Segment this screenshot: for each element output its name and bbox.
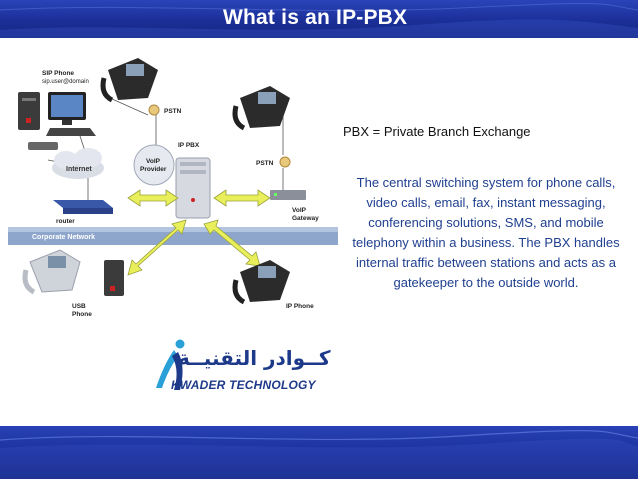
slide-title: What is an IP-PBX (223, 6, 408, 29)
ip-pbx-network-diagram: Corporate Network SIP Phone sip.user@dom… (8, 58, 338, 318)
pbx-definition: PBX = Private Branch Exchange (343, 124, 531, 139)
desk-phone-top (100, 58, 158, 103)
pstn-right-icon (279, 156, 291, 168)
kwader-logo-mark (156, 339, 185, 390)
usb-phone-workstation (22, 249, 124, 296)
usb-phone-label-line2: Phone (72, 311, 92, 318)
router-label: router (56, 218, 75, 225)
router-icon (53, 200, 113, 214)
internet-label: Internet (66, 166, 92, 173)
logo-arabic-text: كــوادر التقنيــة (178, 346, 331, 370)
header-wave-decoration (0, 3, 638, 38)
pstn-right-label: PSTN (256, 160, 274, 167)
ip-pbx-label: IP PBX (178, 142, 200, 149)
voip-provider-label-line2: Provider (140, 166, 167, 173)
header-bar: What is an IP-PBX (0, 0, 638, 38)
voip-gateway-label-line1: VoIP (292, 207, 307, 214)
sip-phone-label: SIP Phone (42, 70, 74, 77)
pbx-description: The central switching system for phone c… (352, 175, 620, 290)
ip-pbx-server-icon (175, 157, 211, 219)
corporate-network-band (8, 227, 338, 245)
ip-phone-device (232, 260, 290, 305)
sip-phone-workstation (18, 92, 96, 150)
pstn-top-icon (148, 104, 160, 116)
usb-phone-label-line1: USB (72, 303, 86, 310)
voip-gateway-icon (270, 190, 306, 200)
logo-english-text: KWADER TECHNOLOGY (171, 378, 316, 392)
desk-phone-right (232, 86, 290, 131)
voip-provider-label-line1: VoIP (146, 158, 161, 165)
ip-phone-label: IP Phone (286, 303, 314, 310)
footer-wave-decoration (0, 430, 638, 479)
corporate-network-label: Corporate Network (32, 234, 95, 241)
connection-arrows (127, 189, 271, 276)
sip-user-label: sip.user@domain (42, 79, 89, 85)
voip-gateway-label-line2: Gateway (292, 215, 319, 222)
pstn-top-label: PSTN (164, 108, 182, 115)
footer-bar (0, 426, 638, 479)
voip-provider-icon (133, 144, 175, 186)
internet-cloud-icon (52, 148, 104, 179)
